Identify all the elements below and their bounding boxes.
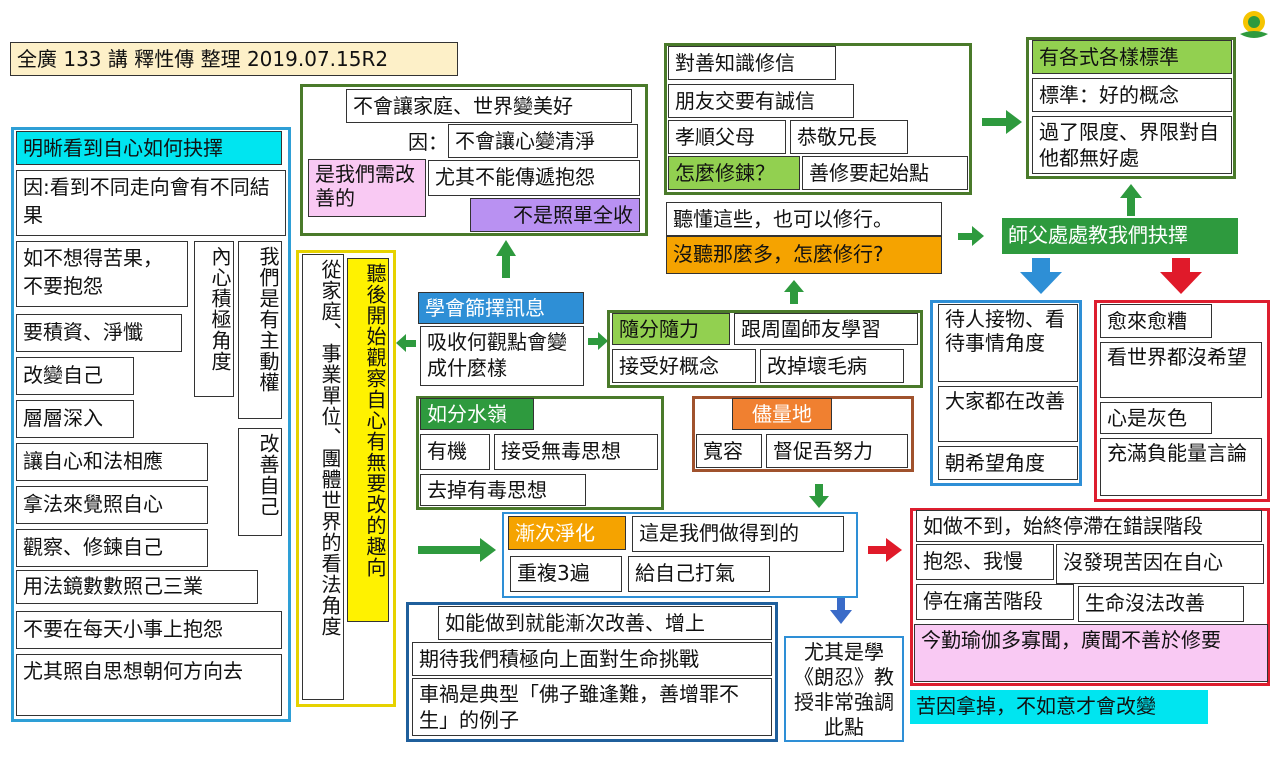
left-vertical-right: 我們是有主動權 [238,241,282,419]
water-a: 有機 [420,434,490,470]
bottom-red-a: 如做不到，始終停滯在錯誤階段 [916,510,1262,542]
arrow-right-icon [958,226,984,246]
red-right-d: 充滿負能量言論 [1100,438,1262,496]
bottom-red-e: 生命沒法改善 [1078,586,1244,622]
bottom-cyan-note: 苦因拿掉，不如意才會改變 [910,690,1208,724]
observe-inner: 聽後開始觀察自心有無要改的趣向 [347,258,389,622]
standard-group [1026,37,1236,179]
red-right-group [1094,300,1270,502]
suifen-header: 隨分隨力 [612,313,730,345]
water-header: 如分水嶺 [420,398,534,430]
top-mid-group [300,84,648,236]
top-mid-c: 尤其不能傳遞抱怨 [428,160,640,196]
arrow-right-icon [418,538,496,562]
red-right-a: 愈來愈糟 [1100,304,1212,338]
arrow-down-icon [1160,258,1202,294]
arrow-down-icon [1020,258,1062,294]
bottom-red-b: 抱怨、我慢 [916,544,1054,580]
jianci-c: 給自己打氣 [628,556,770,592]
faith-a: 對善知識修信 [668,46,836,80]
learn-body: 吸收何觀點會變成什麼樣 [420,326,584,386]
faith-f: 善修要起始點 [802,156,968,190]
bottom-red-d: 停在痛苦階段 [916,584,1074,620]
bottom-red-f: 今勤瑜伽多寡聞，廣聞不善於修要 [914,624,1268,682]
left-group [11,127,291,722]
lotus-logo-icon [1236,8,1272,42]
arrow-up-icon [496,240,516,278]
observe-group [296,250,396,707]
langren-note: 尤其是學《朗忍》教授非常強調此點 [784,636,904,742]
left-item: 如不想得苦果，不要抱怨 [16,241,188,307]
left-item: 改變自己 [16,357,134,395]
jinliang-header: 儘量地 [732,398,832,430]
top-mid-d: 不是照單全收 [470,198,640,232]
faith-c: 孝順父母 [668,120,786,154]
arrow-right-icon [868,538,902,562]
left-item: 讓自心和法相應 [16,443,208,481]
suifen-group [607,310,923,388]
water-b: 接受無毒思想 [494,434,658,470]
blue-right-group [930,300,1082,486]
left-vertical-improve: 改善自己 [238,428,282,536]
arrow-down-icon [809,484,829,508]
improve-group [406,602,778,742]
bottom-red-c: 沒發現苦因在自心 [1056,544,1264,584]
bottom-red-group [910,508,1270,686]
jinliang-b: 督促吾努力 [766,434,908,468]
faith-group [664,43,972,195]
arrow-left-icon [396,334,416,352]
standard-a: 標準：好的概念 [1032,78,1232,112]
learn-header: 學會篩擇訊息 [418,292,584,324]
arrow-down-icon [830,598,852,624]
left-item: 觀察、修鍊自己 [16,529,208,567]
top-mid-a: 不會讓家庭、世界變美好 [346,89,632,123]
left-item: 層層深入 [16,400,134,438]
jianci-a: 這是我們做得到的 [632,516,844,552]
arrow-up-icon [784,280,804,304]
top-mid-b-label: 因： [408,130,448,154]
arrow-right-icon [588,332,608,350]
jianci-header: 漸次淨化 [508,516,626,550]
page-title: 全廣 133 講 釋性傳 整理 2019.07.15R2 [10,42,458,76]
faith-d: 恭敬兄長 [790,120,908,154]
top-mid-b: 不會讓心變清淨 [448,124,638,158]
blue-right-a: 待人接物、看待事情角度 [938,304,1078,382]
listen-b: 沒聽那麼多，怎麼修行? [666,236,942,274]
improve-c: 車禍是典型「佛子雖逢難，善增罪不生」的例子 [412,678,772,736]
left-header: 明晰看到自心如何抉擇 [16,131,282,165]
observe-outer: 從家庭、事業單位、團體世界的看法角度 [302,254,344,700]
suifen-a: 跟周圍師友學習 [734,313,918,345]
jianci-b: 重複3遍 [510,556,622,592]
faith-e: 怎麼修鍊？ [668,156,800,190]
listen-a: 聽懂這些，也可以修行。 [666,202,942,236]
blue-right-b: 大家都在改善 [938,386,1078,442]
red-right-b: 看世界都沒希望 [1100,342,1262,398]
left-vertical-inner: 內心積極角度 [194,241,234,397]
top-mid-need: 是我們需改善的 [308,159,426,217]
master-node: 師父處處教我們抉擇 [1002,218,1238,254]
suifen-c: 改掉壞毛病 [760,349,904,383]
left-item: 用法鏡數數照己三業 [16,570,258,604]
arrow-up-icon [1120,184,1142,216]
blue-right-c: 朝希望角度 [938,446,1078,480]
water-c: 去掉有毒思想 [420,474,586,506]
left-cause: 因:看到不同走向會有不同結果 [16,170,286,236]
left-item: 拿法來覺照自心 [16,486,208,524]
red-right-c: 心是灰色 [1100,402,1212,434]
improve-b: 期待我們積極向上面對生命挑戰 [412,642,772,676]
standard-b: 過了限度、界限對自他都無好處 [1032,116,1232,174]
suifen-b: 接受好概念 [612,349,756,383]
water-group [416,396,664,510]
left-item: 要積資、淨懺 [16,314,182,352]
jianci-group [502,512,858,598]
arrow-right-icon [982,110,1022,134]
left-item: 不要在每天小事上抱怨 [16,611,282,649]
faith-b: 朋友交要有誠信 [668,84,854,118]
jinliang-a: 寬容 [696,434,762,468]
left-item: 尤其照自思想朝何方向去 [16,654,282,716]
standard-header: 有各式各樣標準 [1032,40,1232,74]
jinliang-group [692,396,914,472]
improve-a: 如能做到就能漸次改善、增上 [438,606,772,640]
